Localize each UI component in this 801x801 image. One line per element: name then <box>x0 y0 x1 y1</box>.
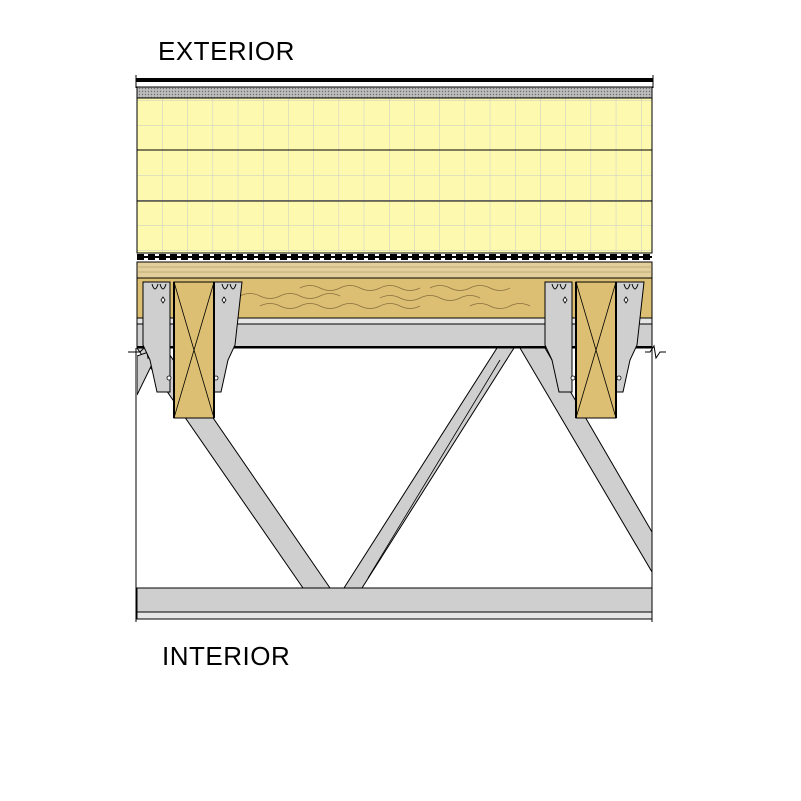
joist-hanger-right <box>544 281 645 393</box>
joist-hanger-left <box>142 281 243 393</box>
wood-purlin-left <box>173 281 215 419</box>
rigid-insulation <box>136 97 653 254</box>
joist-bottom-chord <box>136 587 653 620</box>
interior-label: INTERIOR <box>162 641 291 671</box>
wood-purlin-right <box>575 281 617 419</box>
break-line-right <box>645 344 666 360</box>
cover-board <box>136 86 653 99</box>
roof-deck-sheathing <box>136 261 653 279</box>
exterior-label: EXTERIOR <box>158 36 295 66</box>
